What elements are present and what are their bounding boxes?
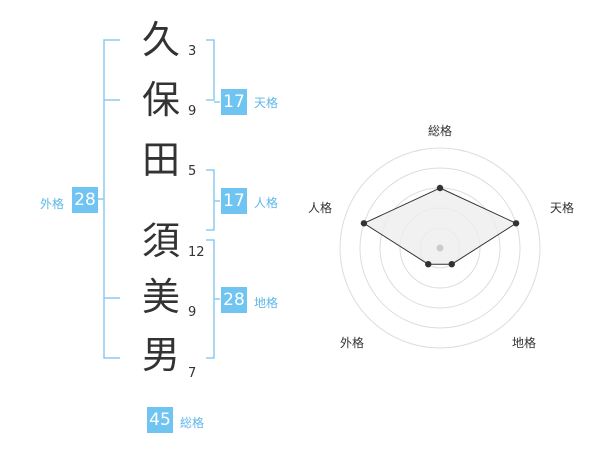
tenkaku-bracket <box>206 39 215 101</box>
soukaku-value: 45 <box>147 407 173 433</box>
tenkaku-label: 天格 <box>254 96 279 110</box>
gaikaku-label: 外格 <box>40 197 65 211</box>
radar-point-5 <box>360 220 368 227</box>
radar-axis-label-chikaku: 地格 <box>512 336 537 350</box>
radar-center-dot <box>436 244 444 252</box>
chikaku-value: 28 <box>221 287 247 313</box>
stroke-count-6: 7 <box>188 366 197 381</box>
stroke-count-2: 9 <box>188 104 197 119</box>
radar-ring-4 <box>359 167 521 329</box>
name-char-3: 田 <box>141 138 180 182</box>
radar-axis-label-jinkaku: 人格 <box>308 201 333 215</box>
stroke-count-1: 3 <box>188 44 197 59</box>
name-char-1: 久 <box>141 18 180 62</box>
name-char-5: 美 <box>141 275 180 319</box>
jinkaku-label: 人格 <box>254 196 279 210</box>
radar-point-1 <box>436 184 444 192</box>
chikaku-label: 地格 <box>254 296 279 310</box>
stroke-count-4: 12 <box>188 245 205 260</box>
gaikaku-value: 28 <box>72 187 98 213</box>
jinkaku-value: 17 <box>221 188 247 214</box>
jinkaku-bracket <box>206 169 215 231</box>
radar-point-2 <box>512 220 520 227</box>
name-char-6: 男 <box>141 333 180 377</box>
radar-point-3 <box>448 260 455 268</box>
stroke-count-5: 9 <box>188 305 197 320</box>
radar-point-4 <box>425 260 432 268</box>
name-char-2: 保 <box>141 78 180 122</box>
radar-ring-5 <box>339 147 541 349</box>
name-char-4: 須 <box>141 219 180 263</box>
soukaku-label: 総格 <box>180 416 205 430</box>
radar-axis-label-gaikaku: 外格 <box>340 336 365 350</box>
tenkaku-value: 17 <box>221 89 247 115</box>
stroke-count-3: 5 <box>188 164 197 179</box>
radar-axis-label-tenkaku: 天格 <box>550 201 575 215</box>
radar-axis-label-soukaku: 総格 <box>428 124 453 138</box>
radar-polygon <box>362 187 518 265</box>
